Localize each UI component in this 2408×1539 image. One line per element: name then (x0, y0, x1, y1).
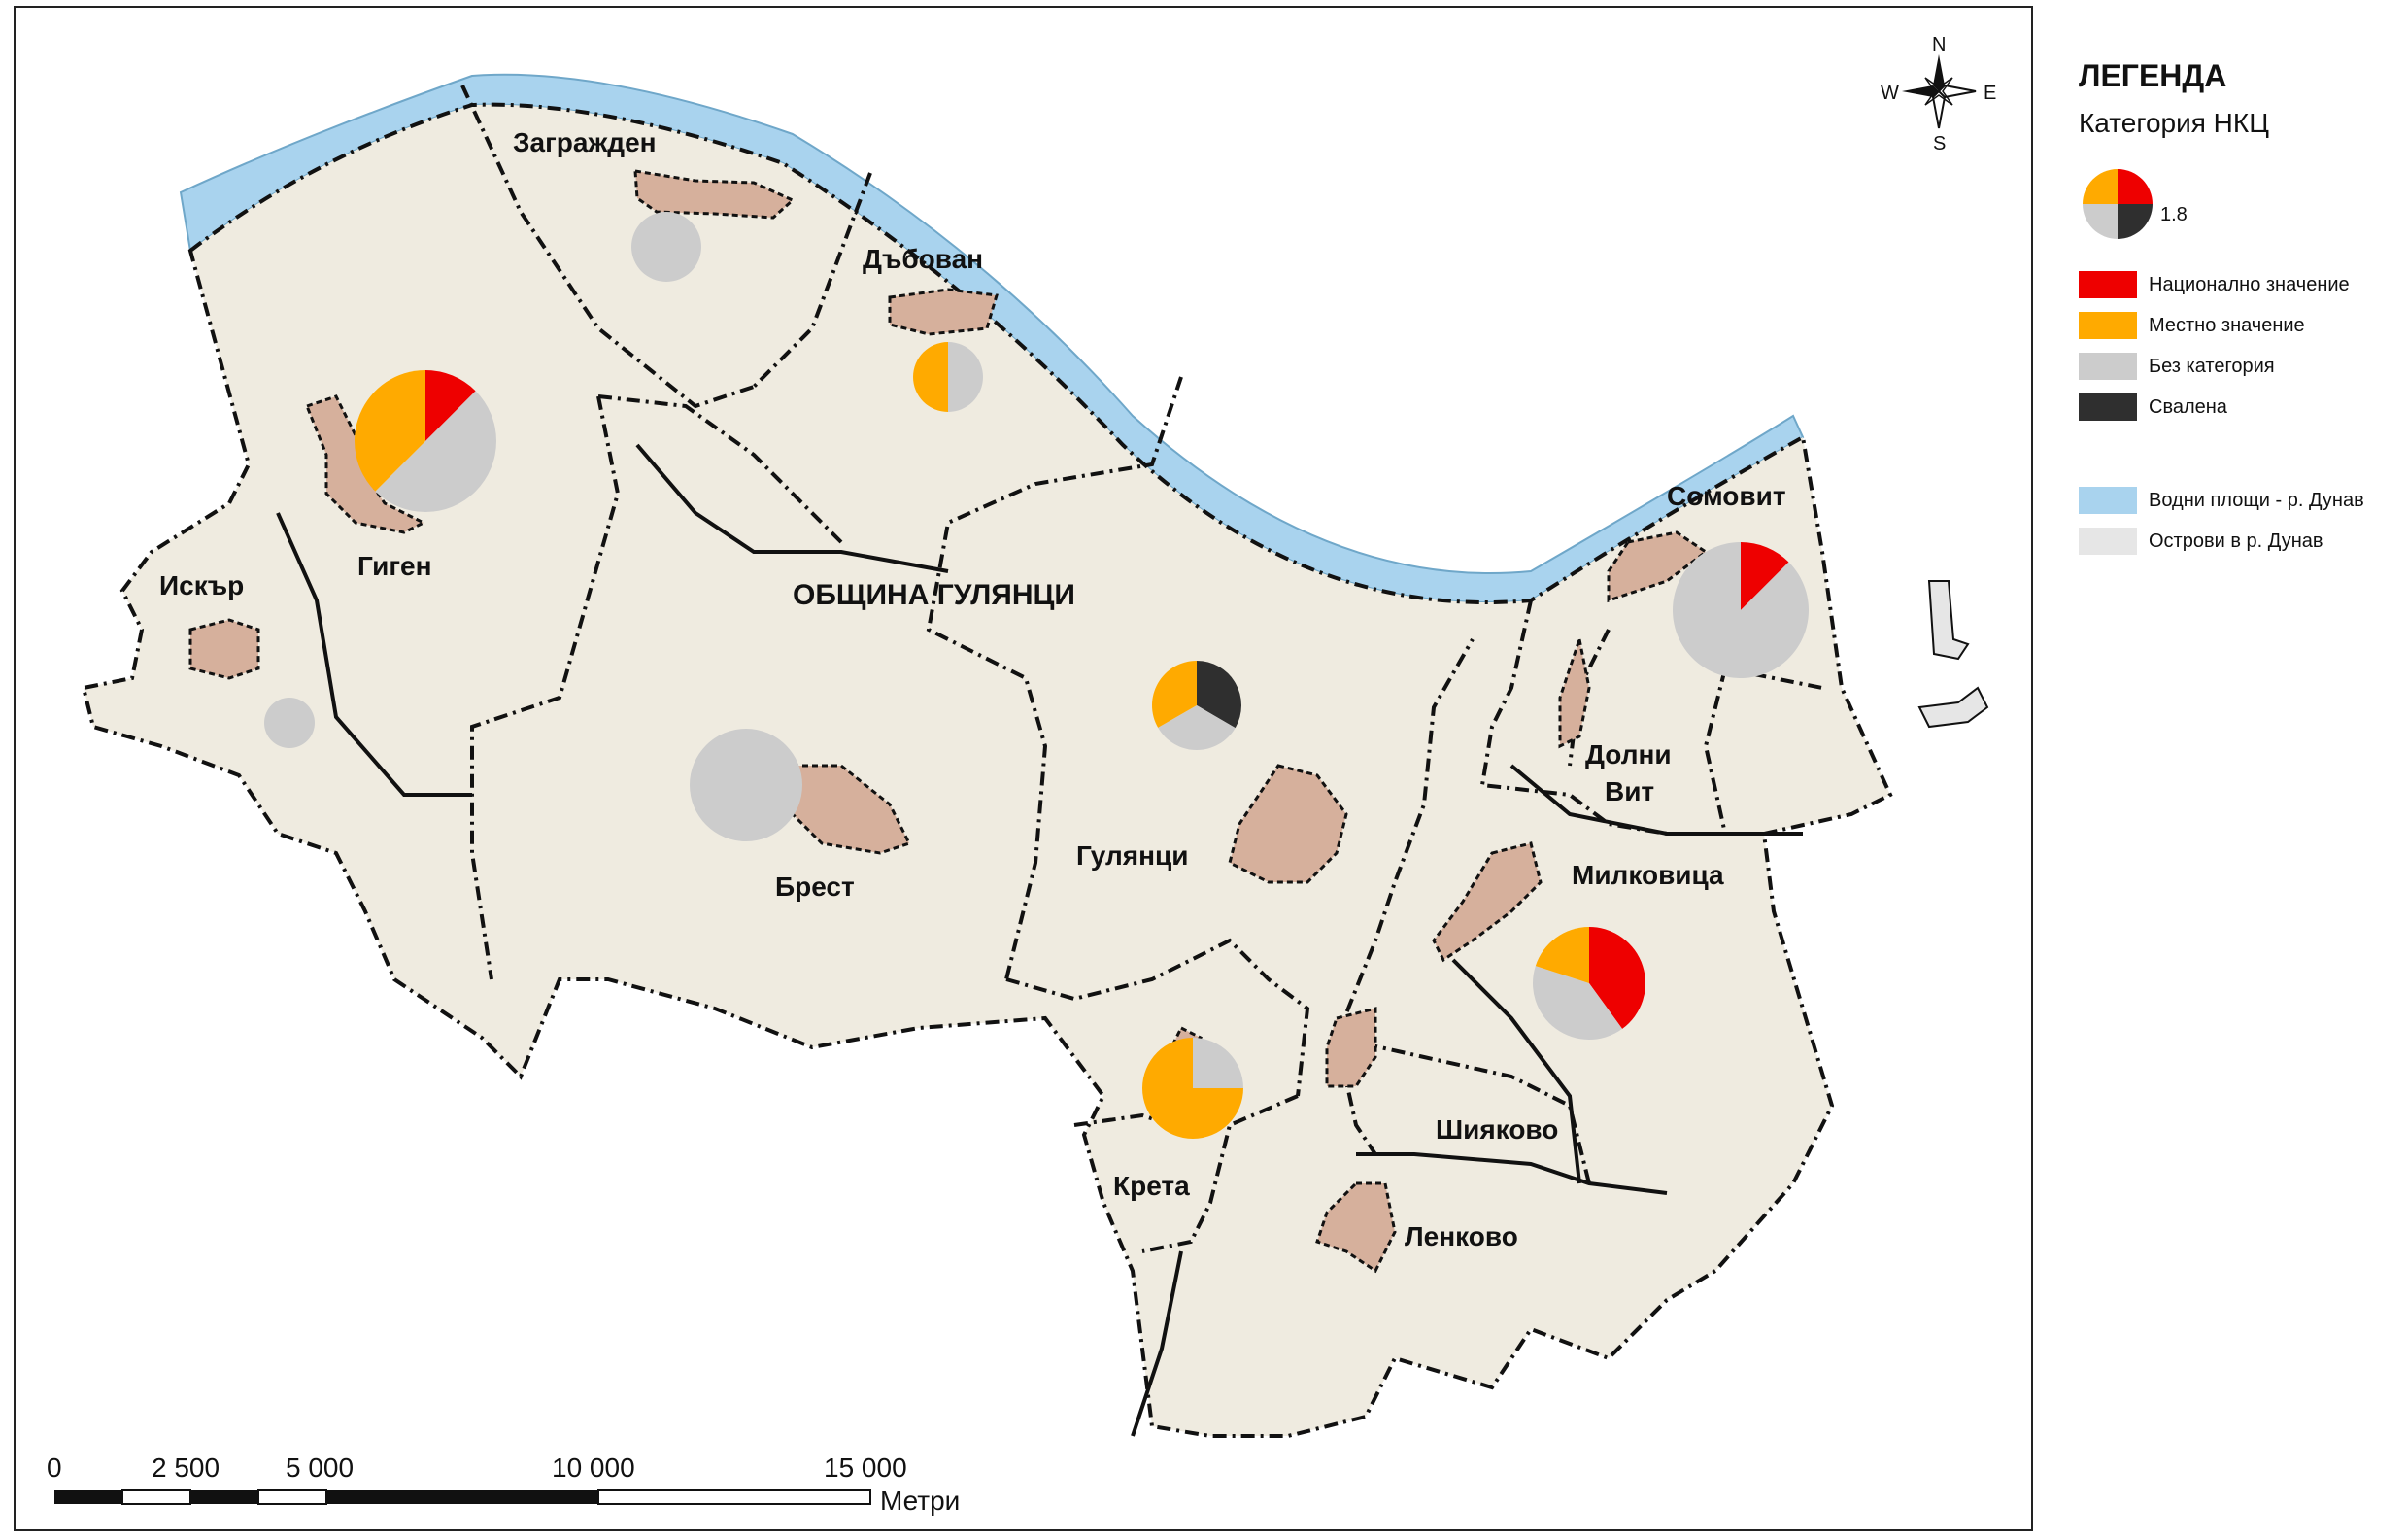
legend-item-demolished: Свалена (2079, 393, 2227, 422)
pie-milkovitsa-slice-national (1589, 927, 1645, 1029)
legend-label-demolished: Свалена (2149, 395, 2227, 418)
legend-pie-slice-national (2118, 169, 2153, 204)
village-label-dolni-vit-2: Вит (1605, 776, 1654, 806)
legend-label-national: Национално значение (2149, 273, 2350, 295)
scale-tick-10000: 10 000 (552, 1453, 635, 1483)
legend-sample-pie (2083, 169, 2153, 239)
pie-somovit-slice-no_category (1672, 542, 1809, 678)
village-label-milkovitsa: Милковица (1572, 860, 1724, 890)
village-label-lenkovo: Ленково (1405, 1221, 1518, 1251)
legend-pie-slice-no_category (2083, 204, 2118, 239)
village-label-zagrazhden: Загражден (513, 127, 657, 157)
village-label-shiyakovo: Шияково (1436, 1114, 1558, 1145)
major-roads (276, 443, 1803, 1437)
scale-tick-15000: 15 000 (824, 1453, 907, 1483)
legend-label-local: Местно значение (2149, 314, 2305, 336)
legend-item-local: Местно значение (2079, 311, 2305, 340)
pie-gulyantsi-slice-demolished (1197, 661, 1241, 729)
pie-dabovan-slice-no_category (948, 342, 983, 412)
compass-north: N (1932, 34, 1946, 55)
legend-subtitle: Категория НКЦ (2079, 108, 2269, 138)
pie-gigen-slice-national (425, 370, 476, 441)
legend-swatch-islands (2079, 528, 2137, 555)
village-boundaries (460, 85, 1823, 1253)
danube-islands (1917, 580, 1989, 729)
legend-label-no_category: Без категория (2149, 355, 2275, 377)
village-label-kreta: Крета (1113, 1171, 1190, 1201)
village-label-iskar: Искър (159, 570, 244, 600)
legend-label-islands: Острови в р. Дунав (2149, 530, 2323, 552)
pie-chart-gulyantsi (1152, 661, 1241, 750)
pie-gulyantsi-slice-no_category (1158, 705, 1236, 750)
legend-item-national: Национално значение (2079, 270, 2350, 299)
legend-item-islands: Острови в р. Дунав (2079, 527, 2323, 556)
legend-item-no_category: Без категория (2079, 352, 2275, 381)
pie-chart-zagrazhden (631, 212, 701, 282)
municipality-land (81, 102, 1893, 1438)
map-canvas: ОБЩИНА ГУЛЯНЦИ Загражден Дъбован Гиген И… (47, 34, 1996, 1516)
legend-swatch-no_category (2079, 353, 2137, 380)
legend-label-water: Водни площи - р. Дунав (2149, 489, 2364, 511)
pie-somovit-slice-national (1741, 542, 1789, 610)
pie-chart-milkovitsa (1533, 927, 1645, 1040)
pie-chart-iskar (264, 698, 315, 748)
legend-swatch-demolished (2079, 393, 2137, 421)
village-label-brest: Брест (775, 872, 855, 902)
pie-zagrazhden-slice-no_category (631, 212, 701, 282)
pie-gulyantsi-slice-local (1152, 661, 1197, 728)
compass-west: W (1881, 83, 1899, 104)
scale-tick-0: 0 (47, 1453, 62, 1483)
pie-chart-kreta (1142, 1038, 1243, 1139)
pie-chart-dabovan (913, 342, 983, 412)
pie-charts-layer (264, 212, 1809, 1139)
legend-title: ЛЕГЕНДА (2079, 58, 2227, 93)
legend-item-water: Водни площи - р. Дунав (2079, 486, 2364, 515)
legend-swatch-national (2079, 271, 2137, 298)
legend-swatch-water (2079, 487, 2137, 514)
pie-chart-brest (690, 729, 802, 841)
compass-south: S (1933, 133, 1946, 154)
village-label-gulyantsi: Гулянци (1076, 840, 1188, 871)
village-label-dabovan: Дъбован (863, 244, 983, 274)
pie-kreta-slice-no_category (1193, 1038, 1243, 1088)
scale-bar (54, 1489, 871, 1505)
village-label-dolni-vit-1: Долни (1585, 739, 1672, 770)
municipality-label: ОБЩИНА ГУЛЯНЦИ (793, 579, 1075, 611)
village-label-somovit: Сомовит (1667, 481, 1786, 511)
legend-swatch-local (2079, 312, 2137, 339)
scale-tick-2500: 2 500 (152, 1453, 220, 1483)
pie-iskar-slice-no_category (264, 698, 315, 748)
pie-chart-somovit (1672, 542, 1809, 678)
scale-tick-5000: 5 000 (286, 1453, 354, 1483)
compass-east: E (1984, 83, 1996, 104)
legend: ЛЕГЕНДА Категория НКЦ 1.8 Национално зна… (2079, 58, 2399, 555)
pie-brest-slice-no_category (690, 729, 802, 841)
village-label-gigen: Гиген (357, 551, 432, 581)
pie-milkovitsa-slice-no_category (1533, 966, 1623, 1040)
legend-pie-slice-demolished (2118, 204, 2153, 239)
pie-milkovitsa-slice-local (1535, 927, 1589, 983)
pie-gigen-slice-no_category (375, 391, 497, 513)
map-frame: ОБЩИНА ГУЛЯНЦИ Загражден Дъбован Гиген И… (14, 6, 2033, 1531)
pie-chart-gigen (354, 370, 497, 513)
scale-unit: Метри (880, 1486, 960, 1516)
pie-gigen-slice-local (354, 370, 425, 492)
legend-pie-value: 1.8 (2160, 204, 2188, 225)
compass-rose-icon (1902, 54, 1977, 129)
pie-kreta-slice-local (1142, 1038, 1243, 1139)
legend-pie-slice-local (2083, 169, 2118, 204)
pie-dabovan-slice-local (913, 342, 948, 412)
